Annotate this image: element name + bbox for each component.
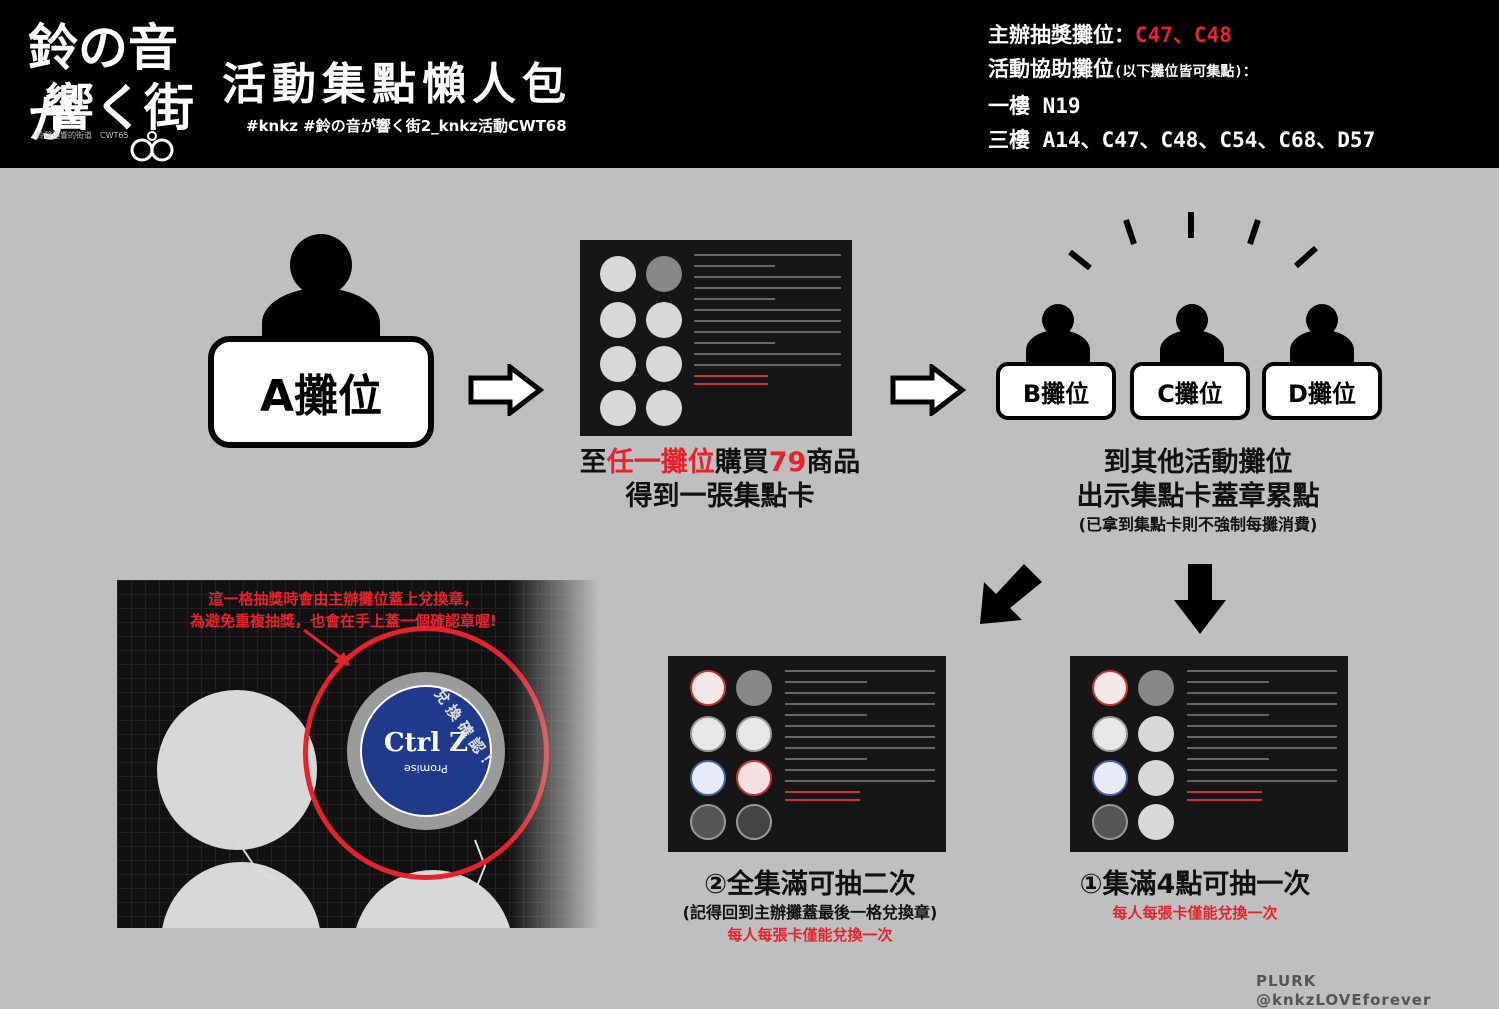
logo-subtitle: 鈴聲迴響的街道 CWT65 [36,131,129,140]
caption-buy: 購買 [714,447,769,478]
point-card-four [1070,656,1348,852]
caption-any-booth: 任一攤位 [606,447,715,478]
reward1-title: ①集滿4點可抽一次 [1079,869,1311,900]
person-icon-head [290,234,352,296]
main-booth-row: 主辦抽獎攤位：C47、C48 [988,18,1375,52]
page-title: 活動集點懶人包 [222,59,572,110]
card-stamp [1092,716,1128,752]
attention-burst-icon [1068,212,1319,271]
arrow-down-icon [1174,564,1226,634]
step2-caption-line1: 至任一攤位購買79商品 [540,446,900,480]
card-slot [600,256,636,292]
card-stamp [690,760,726,796]
card-slot [600,390,636,426]
reward2-sub: (記得回到主辦攤蓋最後一格兌換章) [682,903,938,922]
card-text-lines [784,669,935,807]
step3-caption-line2: 出示集點卡蓋章累點 [1076,481,1320,512]
card-slot [157,690,317,850]
caption-prefix: 至 [579,447,607,478]
step2-caption-line2: 得到一張集點卡 [625,481,815,512]
reward1-note: 每人每張卡僅能兌換一次 [1112,904,1278,922]
arrow-right-icon [890,364,966,416]
booth-b: B攤位 [996,362,1116,420]
step3-caption-note: (已拿到集點卡則不強制每攤消費) [1078,515,1318,534]
card-slot-final [1138,670,1174,706]
pointer-arrow-icon [303,628,350,666]
card-text-lines [694,253,842,391]
card-slot [646,346,682,382]
step3-caption-line1: 到其他活動攤位 [1103,447,1293,478]
zoom-note-line1: 這一格抽獎時會由主辦攤位蓋上兌換章， [208,590,479,608]
booth-c: C攤位 [1130,362,1250,420]
step3-caption: 到其他活動攤位 出示集點卡蓋章累點 (已拿到集點卡則不強制每攤消費) [1020,446,1376,536]
booth-d: D攤位 [1262,362,1382,420]
arrow-down-left-icon [980,564,1042,624]
assist-booth-row: 活動協助攤位(以下攤位皆可集點)： [988,52,1375,89]
card-text-lines [1186,669,1337,807]
card-stamp [736,804,772,840]
caption-goods: 商品 [806,447,861,478]
main-booth-label: 主辦抽獎攤位： [988,23,1135,47]
point-card-full [668,656,946,852]
card-slot [646,302,682,338]
caption-amount: 79 [768,447,807,478]
card-slot-final [646,256,682,292]
assist-booth-note: (以下攤位皆可集點)： [1114,64,1257,80]
card-slot [1138,804,1174,840]
card-slot [600,302,636,338]
logo-line1: 鈴の音が [28,18,178,149]
card-stamp [736,760,772,796]
event-logo: 鈴の音が 響く街 鈴聲迴響的街道 CWT65 [18,8,198,163]
hashtags: #knkz #鈴の音が響く街2_knkz活動CWT68 [246,117,567,135]
card-stamp [1092,760,1128,796]
reward2-title: ②全集滿可抽二次 [704,869,916,900]
point-card-blank [580,240,852,436]
arrow-right-icon [468,364,544,416]
card-slot [1138,716,1174,752]
card-slot-final [736,670,772,706]
step2-caption: 至任一攤位購買79商品 得到一張集點卡 [540,446,900,514]
card-slot [646,390,682,426]
credit: PLURK @knkzLOVEforever [1256,972,1432,1009]
zoom-note: 這一格抽獎時會由主辦攤位蓋上兌換章， 為避免重複抽獎，也會在手上蓋一個確認章喔! [190,588,497,632]
header-bar [0,0,1499,168]
card-stamp [690,716,726,752]
zoom-note-line2: 為避免重複抽獎，也會在手上蓋一個確認章喔! [190,612,497,630]
card-stamp [690,670,726,706]
card-stamp [1092,670,1128,706]
floor1-booths: 一樓 N19 [988,94,1081,118]
booth-info: 主辦抽獎攤位：C47、C48 活動協助攤位(以下攤位皆可集點)： 一樓 N19 … [988,18,1375,157]
handcuffs-icon [130,131,174,162]
card-stamp [1092,804,1128,840]
main-booth-value: C47、C48 [1135,23,1232,47]
assist-booth-label: 活動協助攤位 [988,57,1114,81]
reward2-note: 每人每張卡僅能兌換一次 [727,926,893,944]
card-slot [1138,760,1174,796]
floor3-booths: 三樓 A14、C47、C48、C54、C68、D57 [988,128,1376,152]
booth-a: A攤位 [208,336,434,448]
card-stamp [690,804,726,840]
logo-line2: 響く街 [44,78,194,137]
card-stamp [736,716,772,752]
zoom-detail-panel: Ctrl Z Promise 兌換確認！ [117,580,599,928]
reward2-caption: ②全集滿可抽二次 (記得回到主辦攤蓋最後一格兌換章) 每人每張卡僅能兌換一次 [640,868,980,946]
reward1-caption: ①集滿4點可抽一次 每人每張卡僅能兌換一次 [1030,868,1360,924]
card-slot [600,346,636,382]
